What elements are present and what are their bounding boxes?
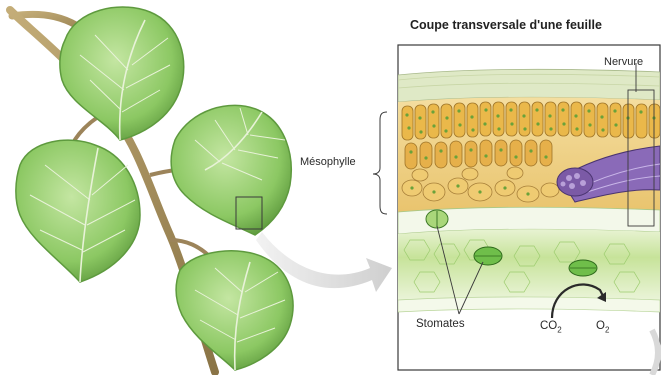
- label-mesophylle: Mésophylle: [300, 156, 356, 168]
- label-stomates: Stomates: [416, 318, 465, 330]
- label-o2-main: O: [596, 320, 605, 332]
- label-o2: O2: [596, 320, 609, 334]
- label-nervure: Nervure: [604, 56, 643, 68]
- leaf-top: [60, 7, 184, 140]
- label-co2: CO2: [540, 320, 562, 334]
- leaf-left: [16, 140, 140, 282]
- leaf-bottom: [176, 251, 293, 370]
- label-o2-sub: 2: [605, 325, 609, 334]
- label-co2-sub: 2: [557, 325, 561, 334]
- label-co2-main: CO: [540, 320, 557, 332]
- mesophylle-bracket: [373, 112, 387, 214]
- diagram-title: Coupe transversale d'une feuille: [410, 18, 602, 32]
- leaf-right-main: [171, 105, 291, 235]
